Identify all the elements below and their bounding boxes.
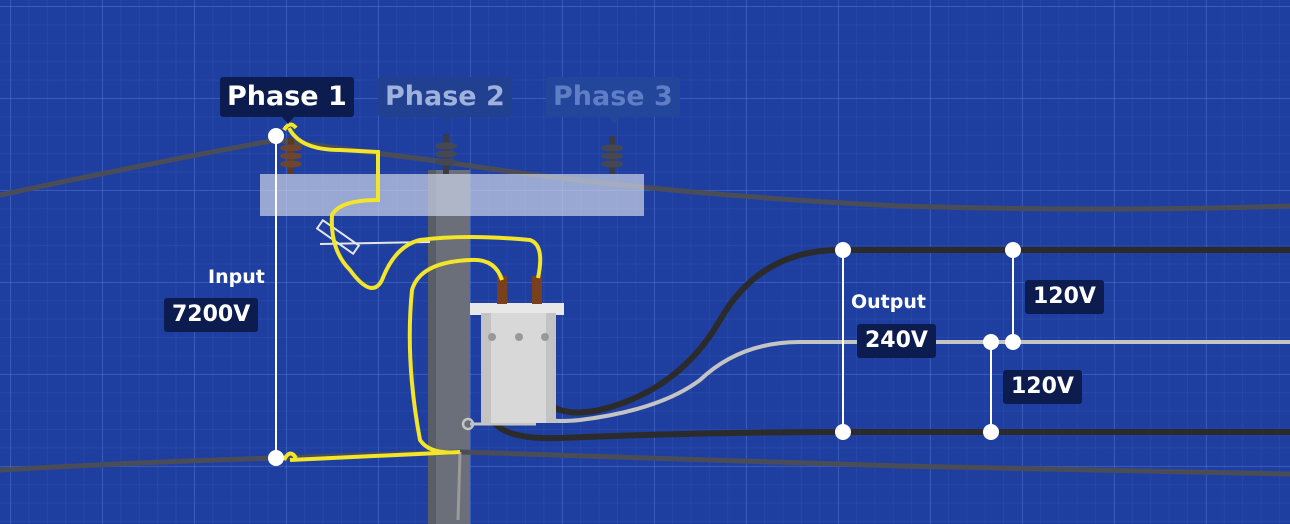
output-terminal-top — [835, 242, 851, 258]
lower-120v-badge: 120V — [1003, 370, 1082, 404]
upper-120v-badge: 120V — [1025, 280, 1104, 314]
output-voltage-badge: 240V — [857, 324, 936, 358]
phase-1-label-pointer — [282, 117, 294, 124]
upper-120v-terminal-bottom — [1005, 334, 1021, 350]
primary-line-phase-1 — [0, 137, 1290, 212]
crossarm — [260, 174, 644, 216]
lower-120v-terminal-bottom — [983, 424, 999, 440]
neutral-line — [0, 449, 1290, 477]
pole-ground-wire — [456, 451, 462, 521]
lower-120v-terminal-top — [983, 334, 999, 350]
phase-2-label-pointer — [441, 117, 453, 124]
insulator-icon — [601, 136, 623, 174]
insulator-icon — [280, 138, 302, 174]
output-terminal-bottom — [835, 424, 851, 440]
upper-120v-terminal-top — [1005, 242, 1021, 258]
transformer-icon — [470, 276, 564, 423]
phase-3-label: Phase 3 — [546, 77, 680, 117]
input-voltage-badge: 7200V — [164, 298, 259, 332]
input-label: Input — [208, 266, 265, 288]
secondary-hot-lower — [489, 335, 1290, 442]
input-terminal-bottom — [268, 450, 284, 466]
primary-wire-yellow-return — [289, 257, 504, 462]
phase-2-label: Phase 2 — [378, 77, 512, 117]
phase-3-label-pointer — [608, 117, 620, 124]
primary-wire-yellow-bottom-hook — [282, 451, 298, 461]
phase-1-label: Phase 1 — [220, 77, 354, 117]
output-label: Output — [851, 291, 926, 313]
primary-wire-yellow — [287, 126, 543, 290]
input-terminal-top — [268, 128, 284, 144]
primary-wire-yellow-top-hook — [282, 122, 298, 132]
utility-pole-shade — [428, 170, 436, 524]
insulator-icon — [435, 134, 457, 174]
secondary-hot-upper — [542, 247, 1290, 416]
